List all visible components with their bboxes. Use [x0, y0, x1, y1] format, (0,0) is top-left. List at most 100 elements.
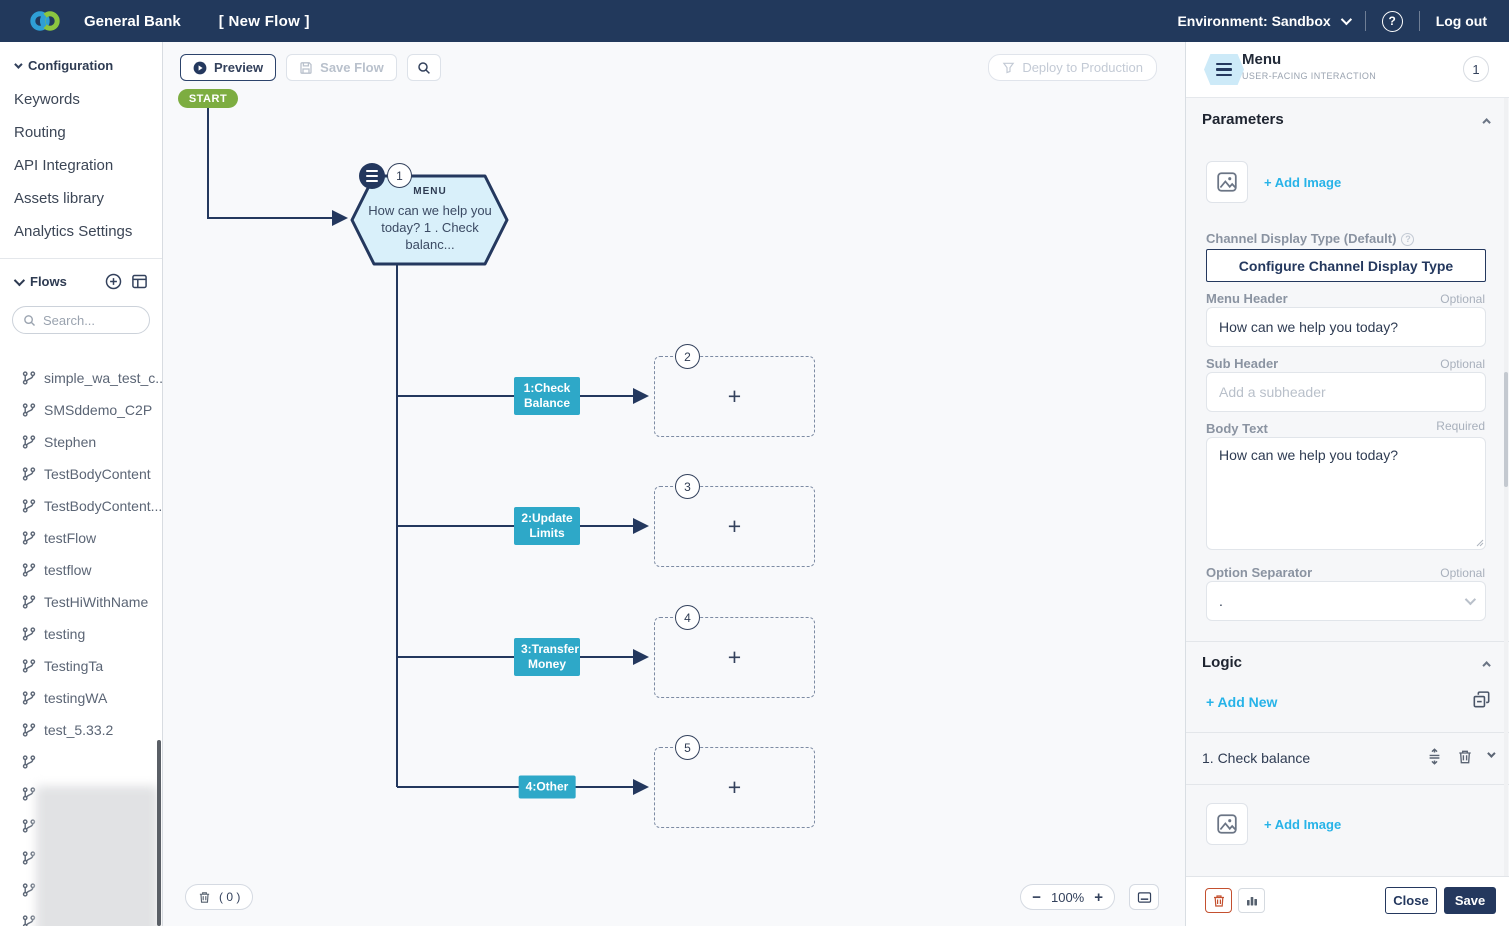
minimap-icon [1137, 891, 1152, 904]
divider [1186, 732, 1509, 733]
flow-list-item[interactable]: testFlow [22, 522, 162, 554]
flow-list-item[interactable]: testing [22, 618, 162, 650]
divider [1186, 641, 1509, 642]
flow-list-item[interactable]: TestingTa [22, 650, 162, 682]
flows-layout-icon[interactable] [131, 273, 148, 290]
help-icon[interactable]: ? [1382, 11, 1403, 32]
zoom-out-button[interactable]: − [1032, 890, 1041, 905]
menu-node[interactable]: MENU How can we help you today? 1 . Chec… [359, 186, 501, 253]
empty-step-placeholder[interactable]: 3 + [654, 486, 815, 567]
sub-header-label: Sub Header [1206, 356, 1278, 371]
logic-add-image-link[interactable]: + Add Image [1264, 817, 1341, 832]
canvas-search-button[interactable] [407, 54, 441, 81]
preview-button[interactable]: Preview [180, 54, 276, 81]
branch-label-transfer-money[interactable]: 3:Transfer Money [514, 638, 580, 676]
bar-chart-icon [1245, 894, 1259, 908]
close-button[interactable]: Close [1385, 887, 1437, 914]
zoom-in-button[interactable]: + [1094, 890, 1103, 905]
sub-header-tag: Optional [1440, 357, 1485, 371]
save-button[interactable]: Save [1444, 887, 1496, 914]
configure-channel-display-type-button[interactable]: Configure Channel Display Type [1206, 249, 1486, 282]
help-icon[interactable]: ? [1401, 233, 1414, 246]
empty-step-placeholder[interactable]: 2 + [654, 356, 815, 437]
flow-list-item[interactable]: TestBodyContent [22, 458, 162, 490]
flow-list-item[interactable]: testflow [22, 554, 162, 586]
flow-list-item[interactable]: testingWA [22, 682, 162, 714]
logic-item-label: 1. Check balance [1202, 750, 1310, 766]
canvas-toolbar: Preview Save Flow [180, 54, 441, 81]
empty-step-placeholder[interactable]: 5 + [654, 747, 815, 828]
divider [1365, 11, 1366, 31]
sidebar-item-assets-library[interactable]: Assets library [0, 182, 162, 215]
configuration-section-header[interactable]: Configuration [0, 42, 162, 83]
flow-branch-icon [22, 627, 36, 641]
panel-footer: Close Save [1186, 876, 1509, 926]
textarea-resize-handle[interactable] [1476, 539, 1484, 547]
sidebar-item-keywords[interactable]: Keywords [0, 83, 162, 116]
delete-selection-button[interactable]: ( 0 ) [185, 884, 253, 910]
sidebar-scrollbar[interactable] [157, 740, 161, 926]
panel-subtitle: USER-FACING INTERACTION [1242, 71, 1376, 81]
flow-list-item[interactable]: SMSddemo_C2P [22, 394, 162, 426]
flow-list-item-redacted[interactable] [22, 746, 162, 778]
menu-node-badge: 1 [387, 163, 412, 188]
panel-header: Menu USER-FACING INTERACTION 1 [1186, 42, 1509, 98]
sub-header-input[interactable] [1206, 372, 1486, 412]
sidebar-item-analytics-settings[interactable]: Analytics Settings [0, 215, 162, 248]
start-node[interactable]: START [178, 89, 238, 108]
empty-step-placeholder[interactable]: 4 + [654, 617, 815, 698]
minimap-toggle-button[interactable] [1129, 884, 1159, 910]
flow-canvas[interactable]: Preview Save Flow Deploy to Production S… [163, 42, 1185, 926]
collapse-logic-icon[interactable] [1482, 661, 1490, 669]
flow-branch-icon [22, 531, 36, 545]
reorder-drag-icon[interactable] [1426, 748, 1443, 765]
collapse-parameters-icon[interactable] [1482, 118, 1490, 126]
menu-node-text: How can we help you today? 1 . Check bal… [359, 202, 501, 253]
delete-logic-item-icon[interactable] [1457, 749, 1473, 765]
sidebar: Configuration Keywords Routing API Integ… [0, 42, 163, 926]
option-separator-select[interactable]: . [1206, 581, 1486, 621]
add-step-plus-icon: + [728, 644, 741, 671]
panel-title: Menu [1242, 51, 1281, 68]
configuration-title: Configuration [28, 58, 113, 73]
flow-list-item[interactable]: simple_wa_test_c... [22, 362, 162, 394]
menu-header-input[interactable] [1206, 307, 1486, 347]
step-badge: 5 [675, 735, 700, 760]
flow-search-input[interactable]: Search... [12, 306, 150, 334]
logout-button[interactable]: Log out [1436, 13, 1487, 29]
environment-label: Environment: Sandbox [1177, 13, 1330, 29]
add-new-logic-link[interactable]: + Add New [1206, 694, 1277, 710]
duplicate-icon[interactable] [1472, 690, 1491, 709]
body-text-input[interactable] [1206, 437, 1486, 550]
sidebar-item-routing[interactable]: Routing [0, 116, 162, 149]
flow-branch-icon [22, 467, 36, 481]
body-text-tag: Required [1436, 419, 1485, 433]
add-flow-icon[interactable] [105, 273, 122, 290]
delete-step-button[interactable] [1205, 888, 1232, 913]
logic-image-upload-box[interactable] [1206, 803, 1248, 845]
floppy-icon [299, 61, 313, 75]
flow-list-item[interactable]: test_5.33.2 [22, 714, 162, 746]
flows-section-header[interactable]: Flows [0, 259, 162, 300]
step-number-badge: 1 [1463, 56, 1489, 82]
divider [1419, 11, 1420, 31]
flow-list-item[interactable]: TestBodyContent... [22, 490, 162, 522]
deploy-to-production-button[interactable]: Deploy to Production [988, 54, 1157, 81]
image-upload-box[interactable] [1206, 161, 1248, 203]
save-flow-button[interactable]: Save Flow [286, 54, 397, 81]
expand-logic-item-icon[interactable] [1487, 749, 1495, 757]
flow-list-item[interactable]: Stephen [22, 426, 162, 458]
zoom-control: − 100% + [1020, 884, 1115, 910]
panel-scrollbar[interactable] [1504, 372, 1508, 487]
analytics-button[interactable] [1238, 888, 1265, 913]
sidebar-item-api-integration[interactable]: API Integration [0, 149, 162, 182]
add-step-plus-icon: + [728, 774, 741, 801]
add-image-link[interactable]: + Add Image [1264, 175, 1341, 190]
branch-label-update-limits[interactable]: 2:Update Limits [514, 507, 580, 545]
branch-label-check-balance[interactable]: 1:Check Balance [514, 377, 580, 415]
search-placeholder: Search... [43, 313, 95, 328]
flow-list-item[interactable]: TestHiWithName [22, 586, 162, 618]
menu-header-tag: Optional [1440, 292, 1485, 306]
branch-label-other[interactable]: 4:Other [519, 776, 576, 799]
environment-selector[interactable]: Environment: Sandbox [1177, 13, 1348, 29]
